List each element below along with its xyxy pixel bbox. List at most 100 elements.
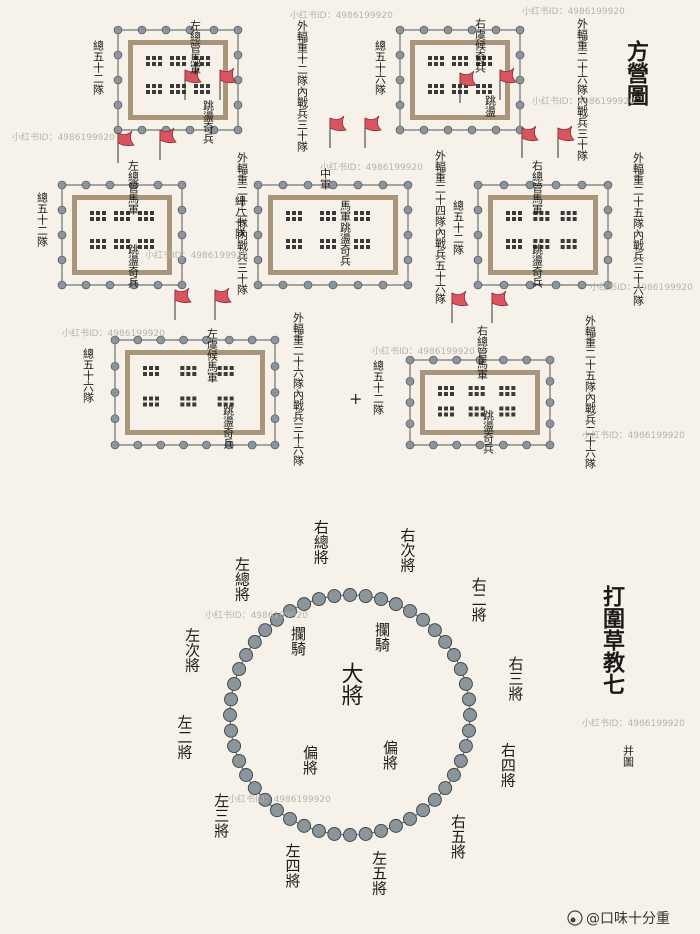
camp-post <box>209 25 219 35</box>
camp-post <box>405 355 415 365</box>
outer-general-6: 左五將 <box>370 850 388 896</box>
camp-post <box>443 25 453 35</box>
troop-square <box>138 239 142 243</box>
ring-bead <box>358 827 373 841</box>
troop-square <box>217 402 222 407</box>
troop-square <box>150 211 154 215</box>
troop-square <box>464 90 468 94</box>
troop-square <box>326 245 330 249</box>
camp-post <box>525 180 535 190</box>
troop-square <box>229 372 234 376</box>
troop-square <box>176 90 180 94</box>
troop-square <box>468 392 473 396</box>
troop-square <box>102 239 106 243</box>
troop-square <box>180 396 185 401</box>
camp-post <box>270 361 280 371</box>
flag-icon <box>329 115 347 132</box>
camp-post <box>247 440 257 450</box>
ring-bead <box>403 811 417 826</box>
troop-square <box>434 56 438 60</box>
ring-formation: 攔騎 攔騎 大將 偏將 偏將 右次將右二將右三將右四將右五將左五將左四將左三將左… <box>176 520 525 897</box>
troop-square <box>186 402 191 407</box>
troop-square <box>452 62 456 66</box>
camp-post <box>224 335 234 345</box>
troop-square <box>511 392 516 396</box>
troop-square <box>434 84 438 88</box>
troop-square <box>114 245 118 249</box>
camp-label-outer: 外輻重十二隊內戰兵三十隊 <box>296 20 309 152</box>
camp-post <box>179 335 188 345</box>
camp-label-outer: 外輻重二十五隊內戰兵二十六隊 <box>584 315 597 469</box>
camp-bottom-left: 總五十六隊左虞候馬軍跳盪奇兵外輻重二十六隊內戰兵三十六隊 <box>82 287 305 466</box>
troop-square <box>560 211 565 215</box>
flag-icon <box>521 125 539 142</box>
camp-wall-top <box>420 370 540 375</box>
troop-square <box>464 62 468 66</box>
credit-text: @口味十分重 <box>586 911 670 927</box>
troop-square <box>217 372 222 376</box>
troop-square <box>192 372 197 376</box>
troop-square <box>512 211 516 215</box>
camp-post <box>270 440 280 450</box>
camp-wall-top <box>268 195 398 200</box>
troop-square <box>332 239 336 243</box>
troop-square <box>90 211 94 215</box>
troop-square <box>533 239 538 243</box>
camp-post <box>452 440 461 450</box>
ring-bead <box>311 823 326 838</box>
troop-square <box>326 239 330 243</box>
troop-square <box>126 217 130 221</box>
camp-label-total: 總五十六隊 <box>82 347 95 403</box>
troop-square <box>488 62 492 66</box>
troop-square <box>458 62 462 66</box>
troop-square <box>194 90 198 94</box>
troop-square <box>120 239 124 243</box>
outer-general-2: 右二將 <box>470 577 488 623</box>
troop-square <box>366 217 370 221</box>
camp-post <box>57 205 67 215</box>
troop-square <box>217 396 222 401</box>
camp-post <box>137 125 147 135</box>
troop-square <box>518 245 522 249</box>
camp-post <box>473 180 483 190</box>
camp-post <box>403 180 413 190</box>
troop-square <box>566 239 571 243</box>
camp-wall-left <box>410 40 415 120</box>
troop-square <box>518 217 522 221</box>
camp-label-outer: 外輻重二十五隊內戰兵三十六隊 <box>632 152 645 306</box>
camp-wall-top <box>128 40 228 45</box>
troop-square <box>474 392 479 396</box>
camp-label-commander: 右總管馬軍 <box>476 324 489 380</box>
ring-bead <box>258 792 273 807</box>
troop-square <box>354 239 358 243</box>
troop-square <box>366 239 370 243</box>
camp-post <box>525 280 535 290</box>
troop-square <box>511 406 516 411</box>
camp-label-outer: 外輻重二十二隊內戰兵三十隊 <box>236 152 249 295</box>
troop-square <box>444 392 448 396</box>
troop-square <box>440 84 444 88</box>
troop-square <box>180 366 185 370</box>
camp-wall-left <box>268 195 273 275</box>
troop-square <box>545 217 550 221</box>
troop-square <box>286 217 290 221</box>
troop-square <box>144 211 148 215</box>
troop-square <box>444 406 448 411</box>
camp-post <box>185 25 195 35</box>
camp-post <box>270 335 280 345</box>
troop-square <box>152 90 156 94</box>
troop-square <box>533 217 538 221</box>
troop-square <box>143 372 147 376</box>
camp-post <box>551 180 561 190</box>
ring-bead <box>224 692 238 707</box>
camp-post <box>153 180 163 190</box>
troop-square <box>298 211 302 215</box>
ring-bead <box>403 604 417 619</box>
camp-top-left: 總五十二隊左總管馬軍跳盪奇兵外輻重十二隊內戰兵三十隊 <box>92 20 309 152</box>
troop-square <box>452 84 456 88</box>
camp-post <box>577 280 587 290</box>
camp-wall-right <box>393 195 398 275</box>
troop-square <box>360 245 364 249</box>
